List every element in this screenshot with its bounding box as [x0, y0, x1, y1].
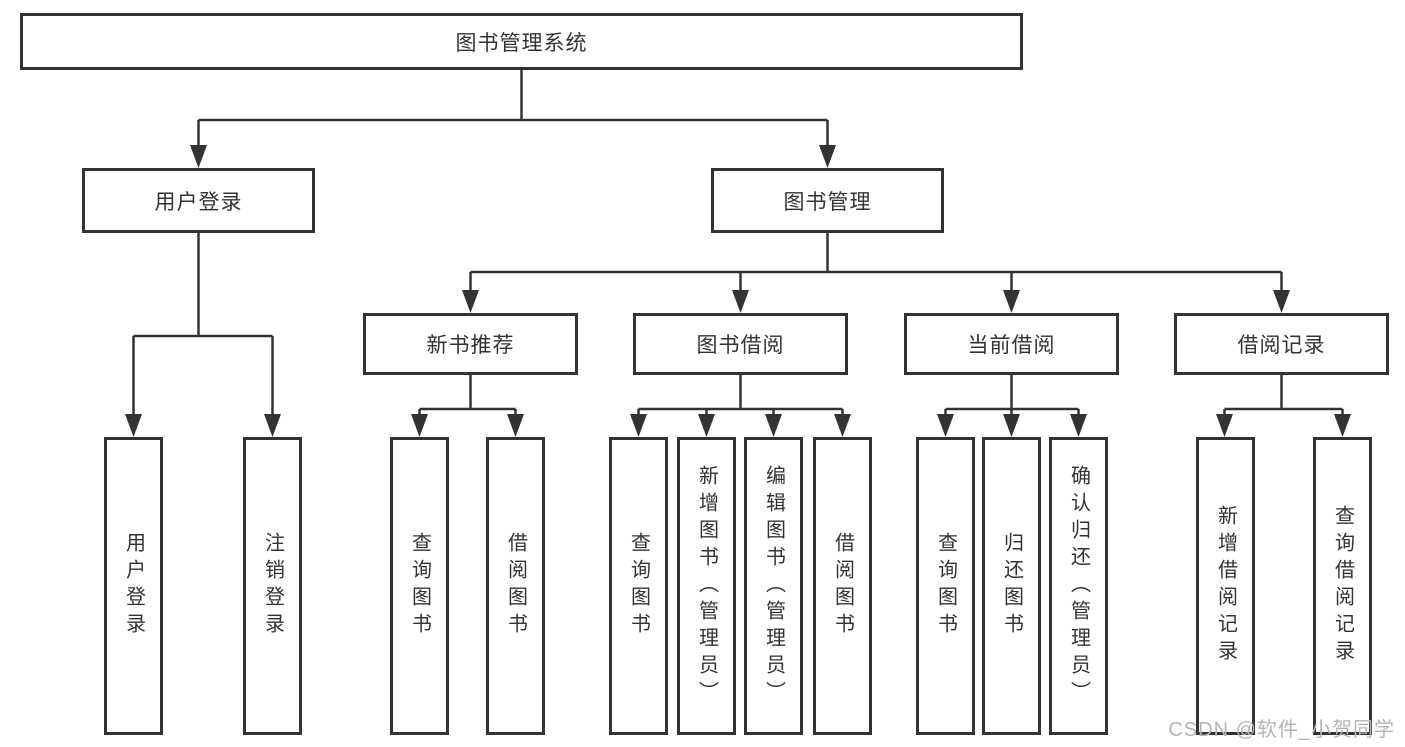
node-label: 新增图书（管理员） — [695, 464, 718, 708]
leaf-recommend-borrow-books: 借阅图书 — [486, 437, 545, 735]
node-label: 新书推荐 — [426, 334, 515, 357]
node-label: 图书借阅 — [696, 334, 785, 357]
node-label: 新增借阅记录 — [1214, 505, 1237, 667]
node-label: 用户登录 — [122, 532, 145, 640]
leaf-borrowing-add-books-admin: 新增图书（管理员） — [677, 437, 736, 735]
leaf-records-query-borrow-record: 查询借阅记录 — [1313, 437, 1372, 735]
node-label: 当前借阅 — [967, 334, 1056, 357]
leaf-user-login: 用户登录 — [104, 437, 163, 735]
node-label: 查询图书 — [934, 532, 957, 640]
leaf-current-confirm-return-admin: 确认归还（管理员） — [1049, 437, 1108, 735]
node-label: 借阅图书 — [504, 532, 527, 640]
leaf-borrowing-query-books: 查询图书 — [609, 437, 668, 735]
node-label: 借阅记录 — [1237, 334, 1326, 357]
node-label: 编辑图书（管理员） — [762, 464, 785, 708]
leaf-recommend-query-books: 查询图书 — [390, 437, 449, 735]
leaf-borrowing-edit-books-admin: 编辑图书（管理员） — [744, 437, 803, 735]
leaf-records-add-borrow-record: 新增借阅记录 — [1196, 437, 1255, 735]
node-label: 确认归还（管理员） — [1067, 464, 1090, 708]
node-current-borrowing: 当前借阅 — [904, 313, 1119, 375]
node-book-management: 图书管理 — [711, 168, 944, 233]
leaf-current-query-books: 查询图书 — [916, 437, 975, 735]
node-library-management-system: 图书管理系统 — [20, 13, 1023, 70]
csdn-watermark: CSDN @软件_小贺同学 — [1168, 719, 1395, 741]
node-label: 查询借阅记录 — [1331, 505, 1354, 667]
leaf-logout-login: 注销登录 — [243, 437, 302, 735]
node-book-borrowing: 图书借阅 — [633, 313, 848, 375]
node-label: 图书管理 — [783, 190, 872, 214]
node-label: 查询图书 — [627, 532, 650, 640]
node-label: 借阅图书 — [831, 532, 854, 640]
leaf-current-return-books: 归还图书 — [982, 437, 1041, 735]
leaf-borrowing-borrow-books: 借阅图书 — [813, 437, 872, 735]
node-borrowing-records: 借阅记录 — [1174, 313, 1389, 375]
node-user-login: 用户登录 — [82, 168, 315, 233]
node-label: 归还图书 — [1000, 532, 1023, 640]
node-label: 用户登录 — [154, 190, 243, 214]
node-label: 注销登录 — [261, 532, 284, 640]
node-label: 图书管理系统 — [455, 31, 588, 55]
node-new-book-recommendation: 新书推荐 — [363, 313, 578, 375]
node-label: 查询图书 — [408, 532, 431, 640]
